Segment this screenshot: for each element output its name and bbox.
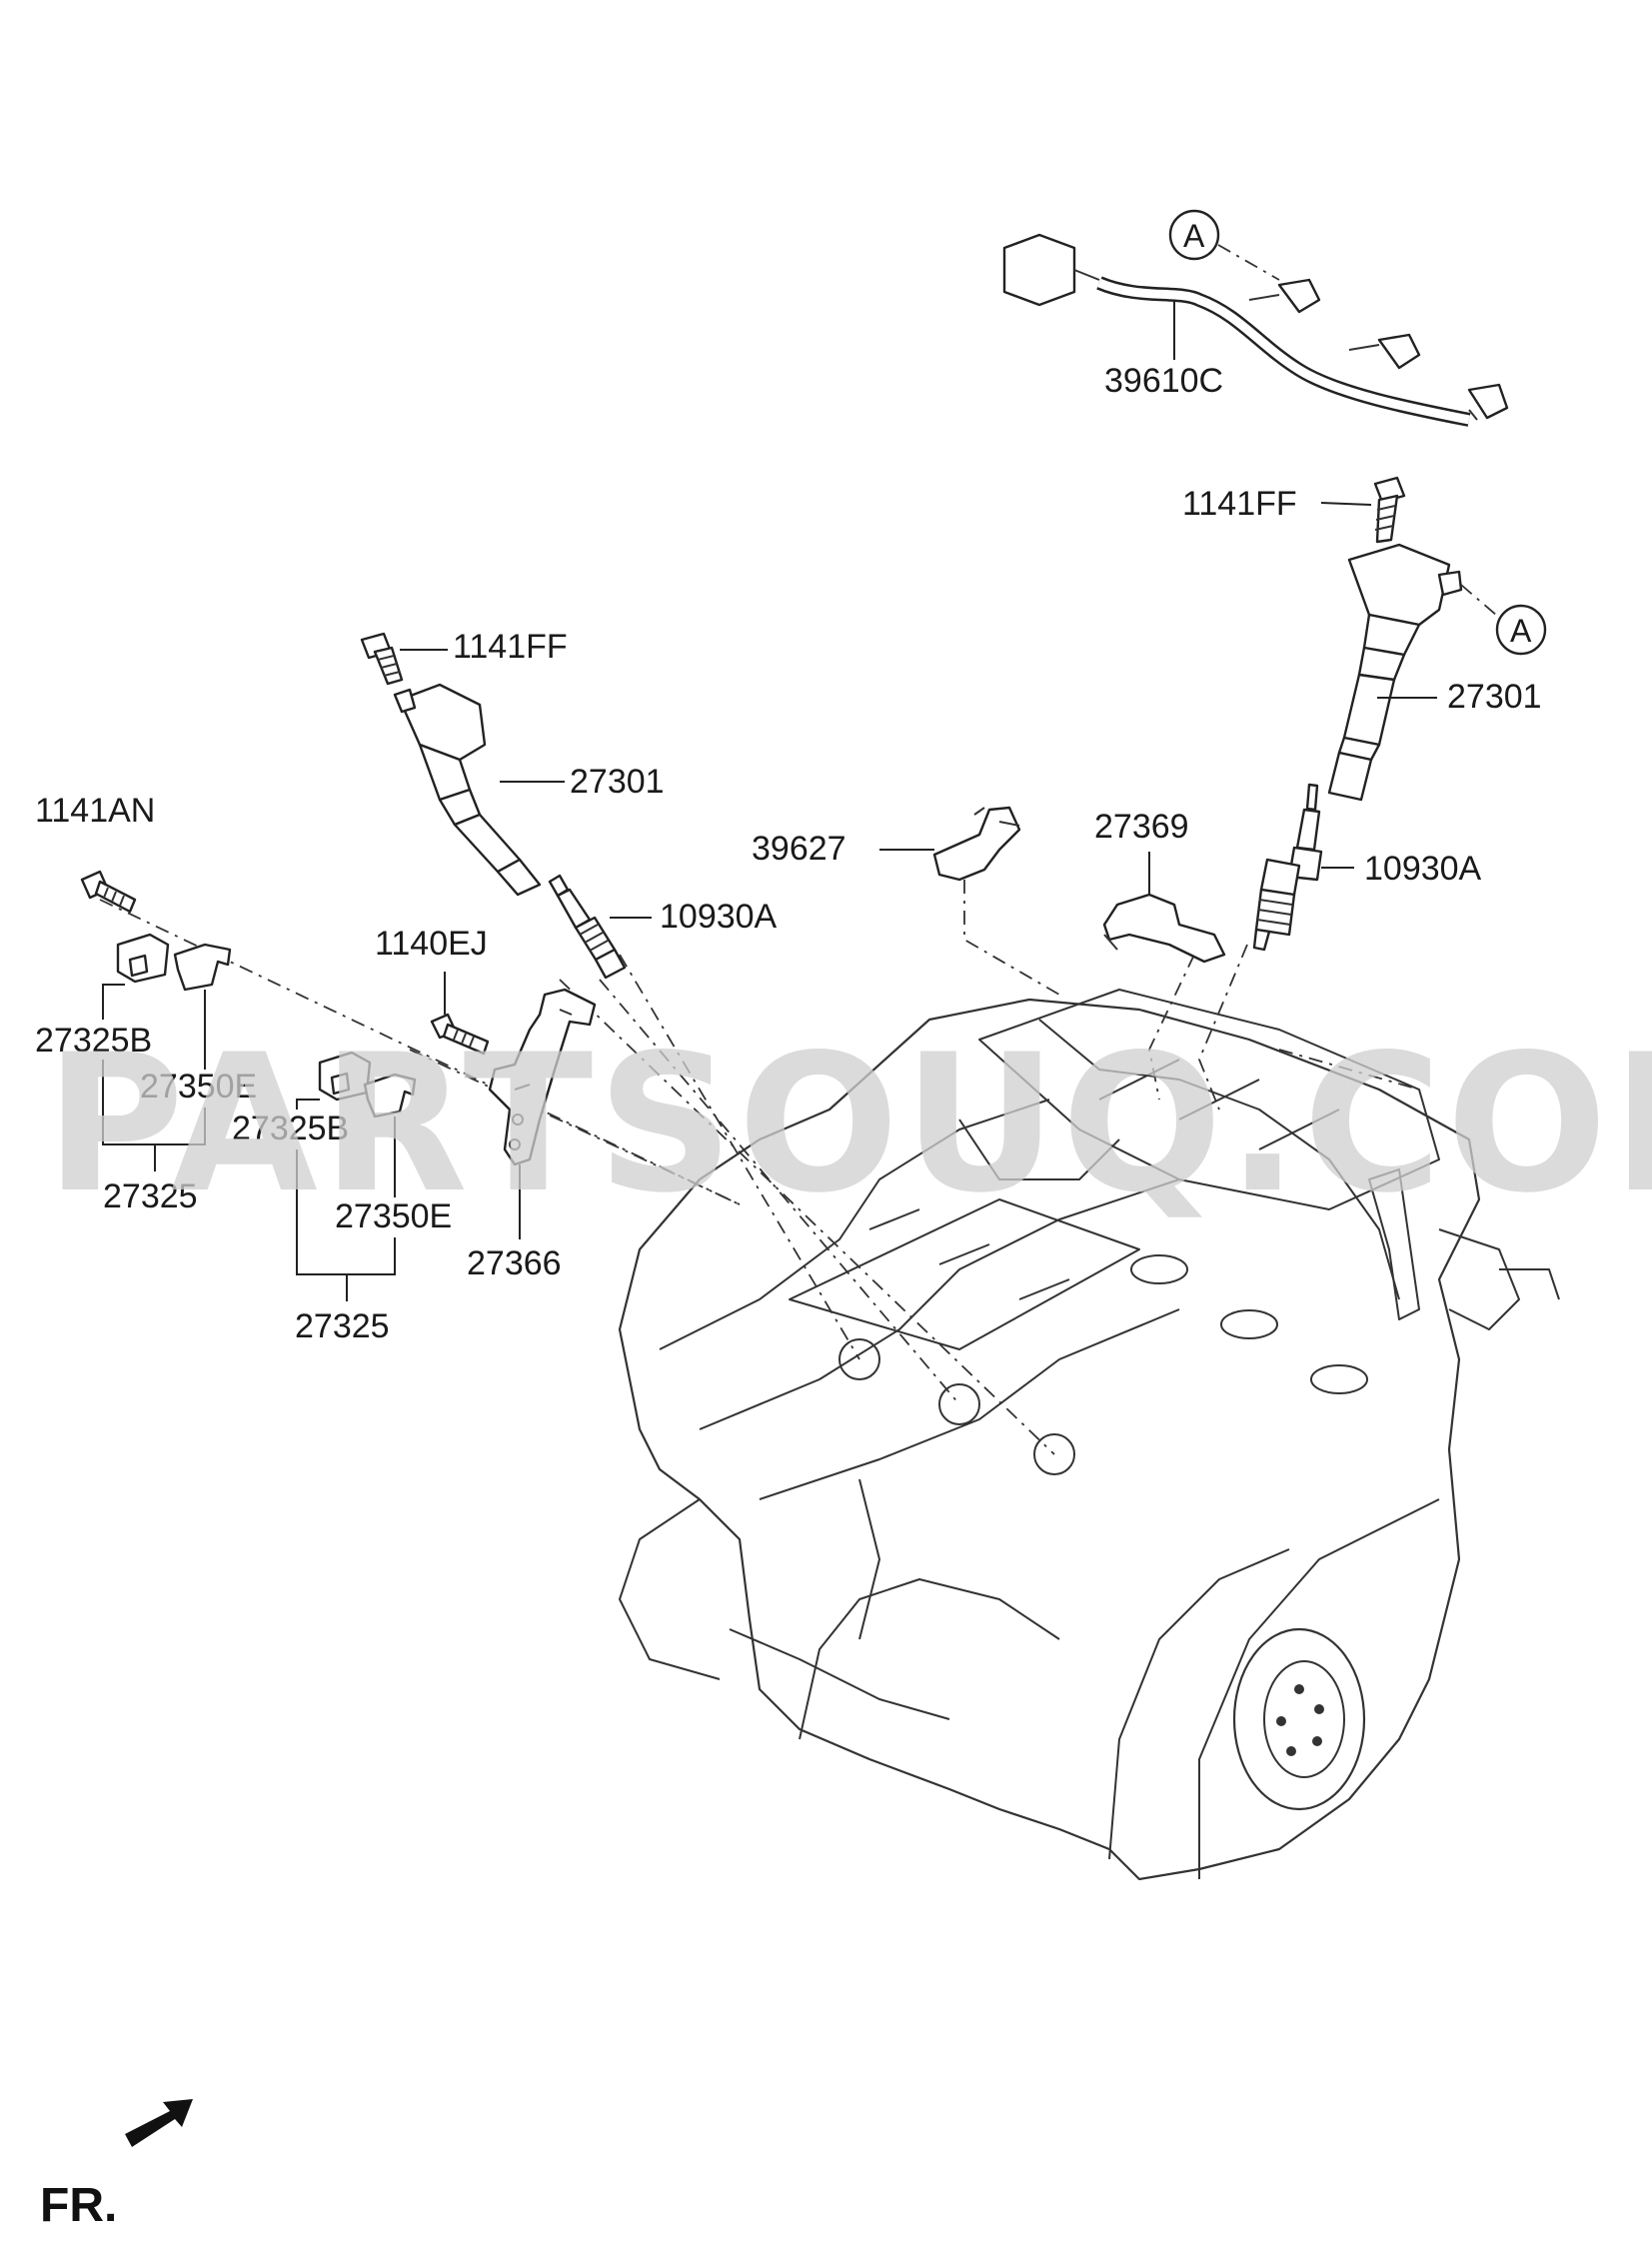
label-bracket-39627: 39627 [752, 830, 846, 868]
bracket-27350e-1 [173, 943, 232, 992]
callout-a-right: A [1510, 613, 1532, 649]
condenser-27325b-1 [116, 933, 170, 984]
label-bolt-1141ff-left: 1141FF [453, 628, 568, 666]
front-arrow-icon [125, 2099, 193, 2147]
label-bolt-1141an: 1141AN [35, 792, 155, 830]
bracket-39627 [932, 806, 1021, 882]
callout-a-top: A [1183, 218, 1205, 254]
callout-a-top-circle [1168, 209, 1220, 261]
bolt-1141an [80, 870, 137, 914]
bracket-27366 [488, 988, 597, 1166]
label-condenser-assy-27325-2: 27325 [295, 1307, 390, 1345]
label-spark-plug-10930a-left: 10930A [660, 898, 778, 936]
condenser-27325b-2 [318, 1051, 372, 1102]
bracket-27350e-2 [363, 1073, 417, 1119]
spark-plug-left [548, 874, 627, 980]
label-condenser-assy-27325-1: 27325 [103, 1177, 198, 1215]
ignition-coil-right [1327, 543, 1463, 802]
label-bracket-27366: 27366 [467, 1244, 562, 1282]
label-coil-27301-right: 27301 [1447, 678, 1542, 716]
ignition-coil-left [393, 683, 542, 897]
label-bolt-1140ej: 1140EJ [375, 925, 488, 963]
engine-block [618, 989, 1560, 1881]
label-condenser-27325b-2: 27325B [232, 1110, 349, 1147]
label-spark-plug-10930a-right: 10930A [1364, 850, 1482, 888]
spark-plug-right [1252, 783, 1323, 952]
bolt-1140ej [430, 1013, 490, 1056]
front-indicator-label: FR. [40, 2179, 117, 2232]
label-condenser-27325b-1: 27325B [35, 1022, 152, 1060]
label-harness-39610c: 39610C [1104, 362, 1223, 400]
label-bracket-27350e-2: 27350E [335, 1197, 452, 1235]
callout-a-right-circle [1495, 604, 1547, 656]
label-bracket-27369: 27369 [1094, 808, 1189, 846]
wiring-harness [1002, 233, 1509, 427]
label-bracket-27350e-1: 27350E [140, 1068, 257, 1106]
label-coil-27301-left: 27301 [570, 763, 665, 801]
bracket-27369 [1102, 893, 1226, 964]
label-bolt-1141ff-right: 1141FF [1182, 485, 1297, 523]
assembly-lines [99, 880, 1420, 1455]
bolt-1141ff-left [360, 632, 404, 686]
bolt-1141ff-right [1373, 476, 1406, 544]
watermark: PARTSOUQ.COM [45, 1014, 1652, 1234]
